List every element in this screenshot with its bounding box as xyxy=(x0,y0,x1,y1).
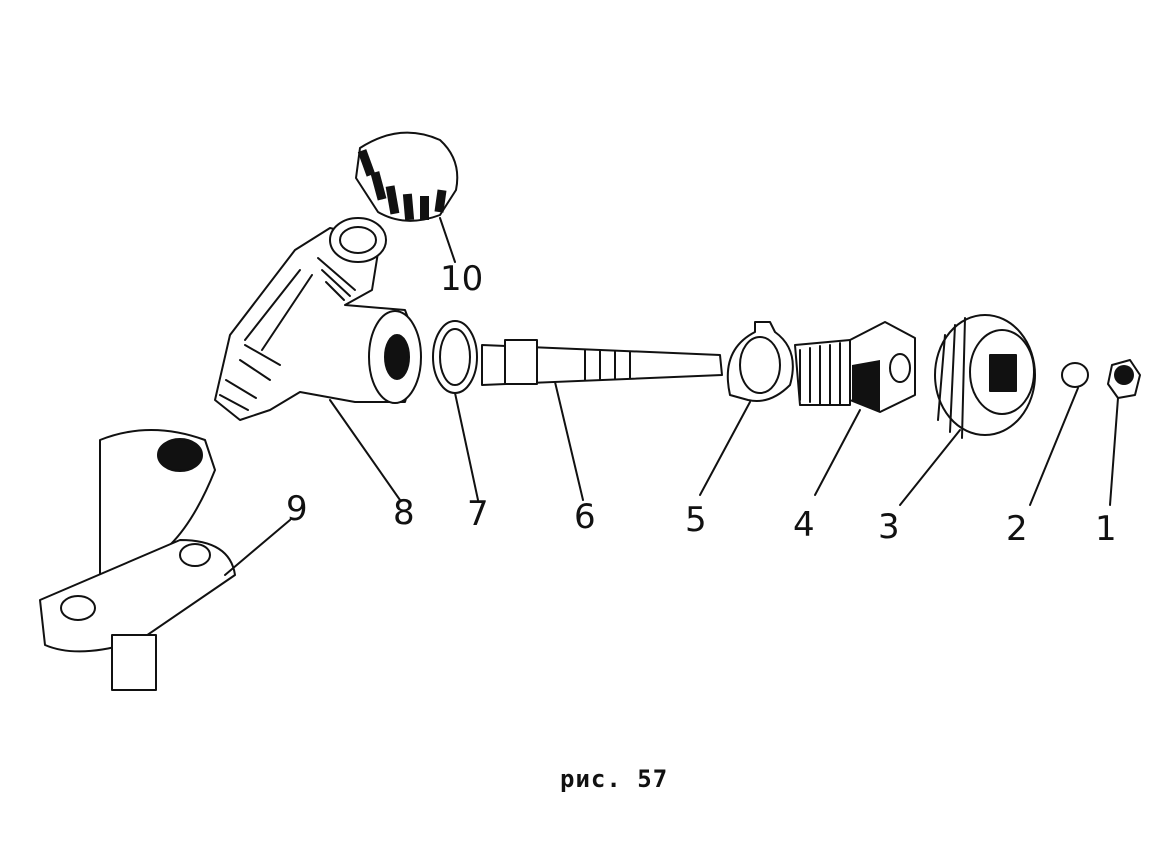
part-10-knurled-cap xyxy=(355,131,459,263)
callout-2: 2 xyxy=(1006,509,1028,549)
part-8-tee-body xyxy=(214,217,422,501)
part-4-hex-bushing xyxy=(794,321,916,496)
part-1-small-nut xyxy=(1107,359,1141,506)
callout-4: 4 xyxy=(793,505,815,545)
part-5-lock-washer xyxy=(699,321,794,496)
callout-5: 5 xyxy=(685,500,707,540)
part-3-knurled-nut xyxy=(899,314,1036,506)
callout-6: 6 xyxy=(574,497,596,537)
part-9-flange-base xyxy=(39,429,291,691)
callout-8: 8 xyxy=(393,493,415,533)
callout-7: 7 xyxy=(467,494,489,534)
part-6-stem xyxy=(481,339,723,501)
figure-caption: рис. 57 xyxy=(560,765,669,793)
part-7-o-ring xyxy=(432,320,479,501)
callout-10: 10 xyxy=(440,259,484,299)
callout-9: 9 xyxy=(286,489,308,529)
callout-3: 3 xyxy=(878,507,900,547)
part-2-small-ring xyxy=(1029,362,1089,506)
callout-1: 1 xyxy=(1095,509,1117,549)
